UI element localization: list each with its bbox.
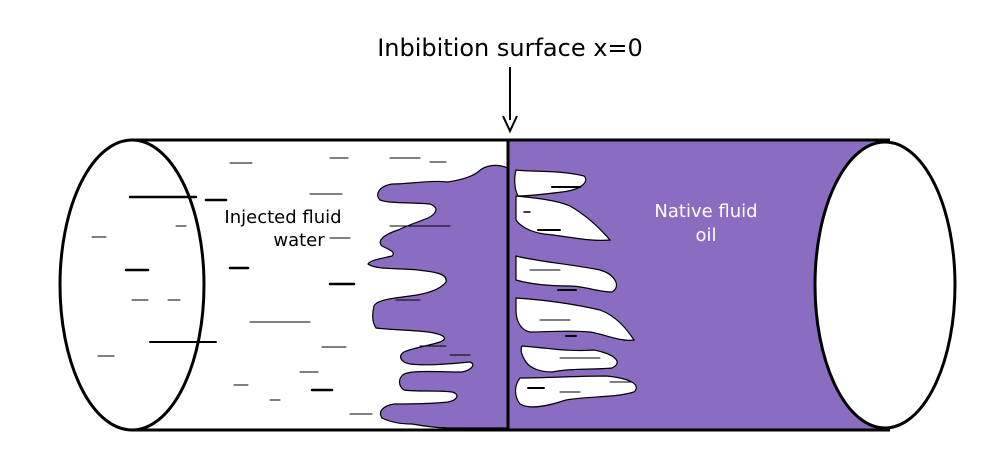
water-texture-dashes — [91, 157, 471, 415]
oil-label: oil — [695, 225, 716, 246]
injected-fluid-label: Injected fluid — [224, 207, 341, 228]
finger-texture-dashes — [523, 186, 633, 393]
core-cylinder — [58, 138, 957, 432]
native-fluid-label: Native fluid — [654, 201, 757, 222]
oil-fingers — [367, 164, 509, 429]
water-label: water — [273, 230, 325, 251]
left-end-ellipse — [58, 138, 206, 432]
right-end-ellipse — [813, 140, 957, 430]
diagram-title: Inbibition surface x=0 — [377, 34, 643, 62]
surface-arrow — [502, 67, 518, 134]
